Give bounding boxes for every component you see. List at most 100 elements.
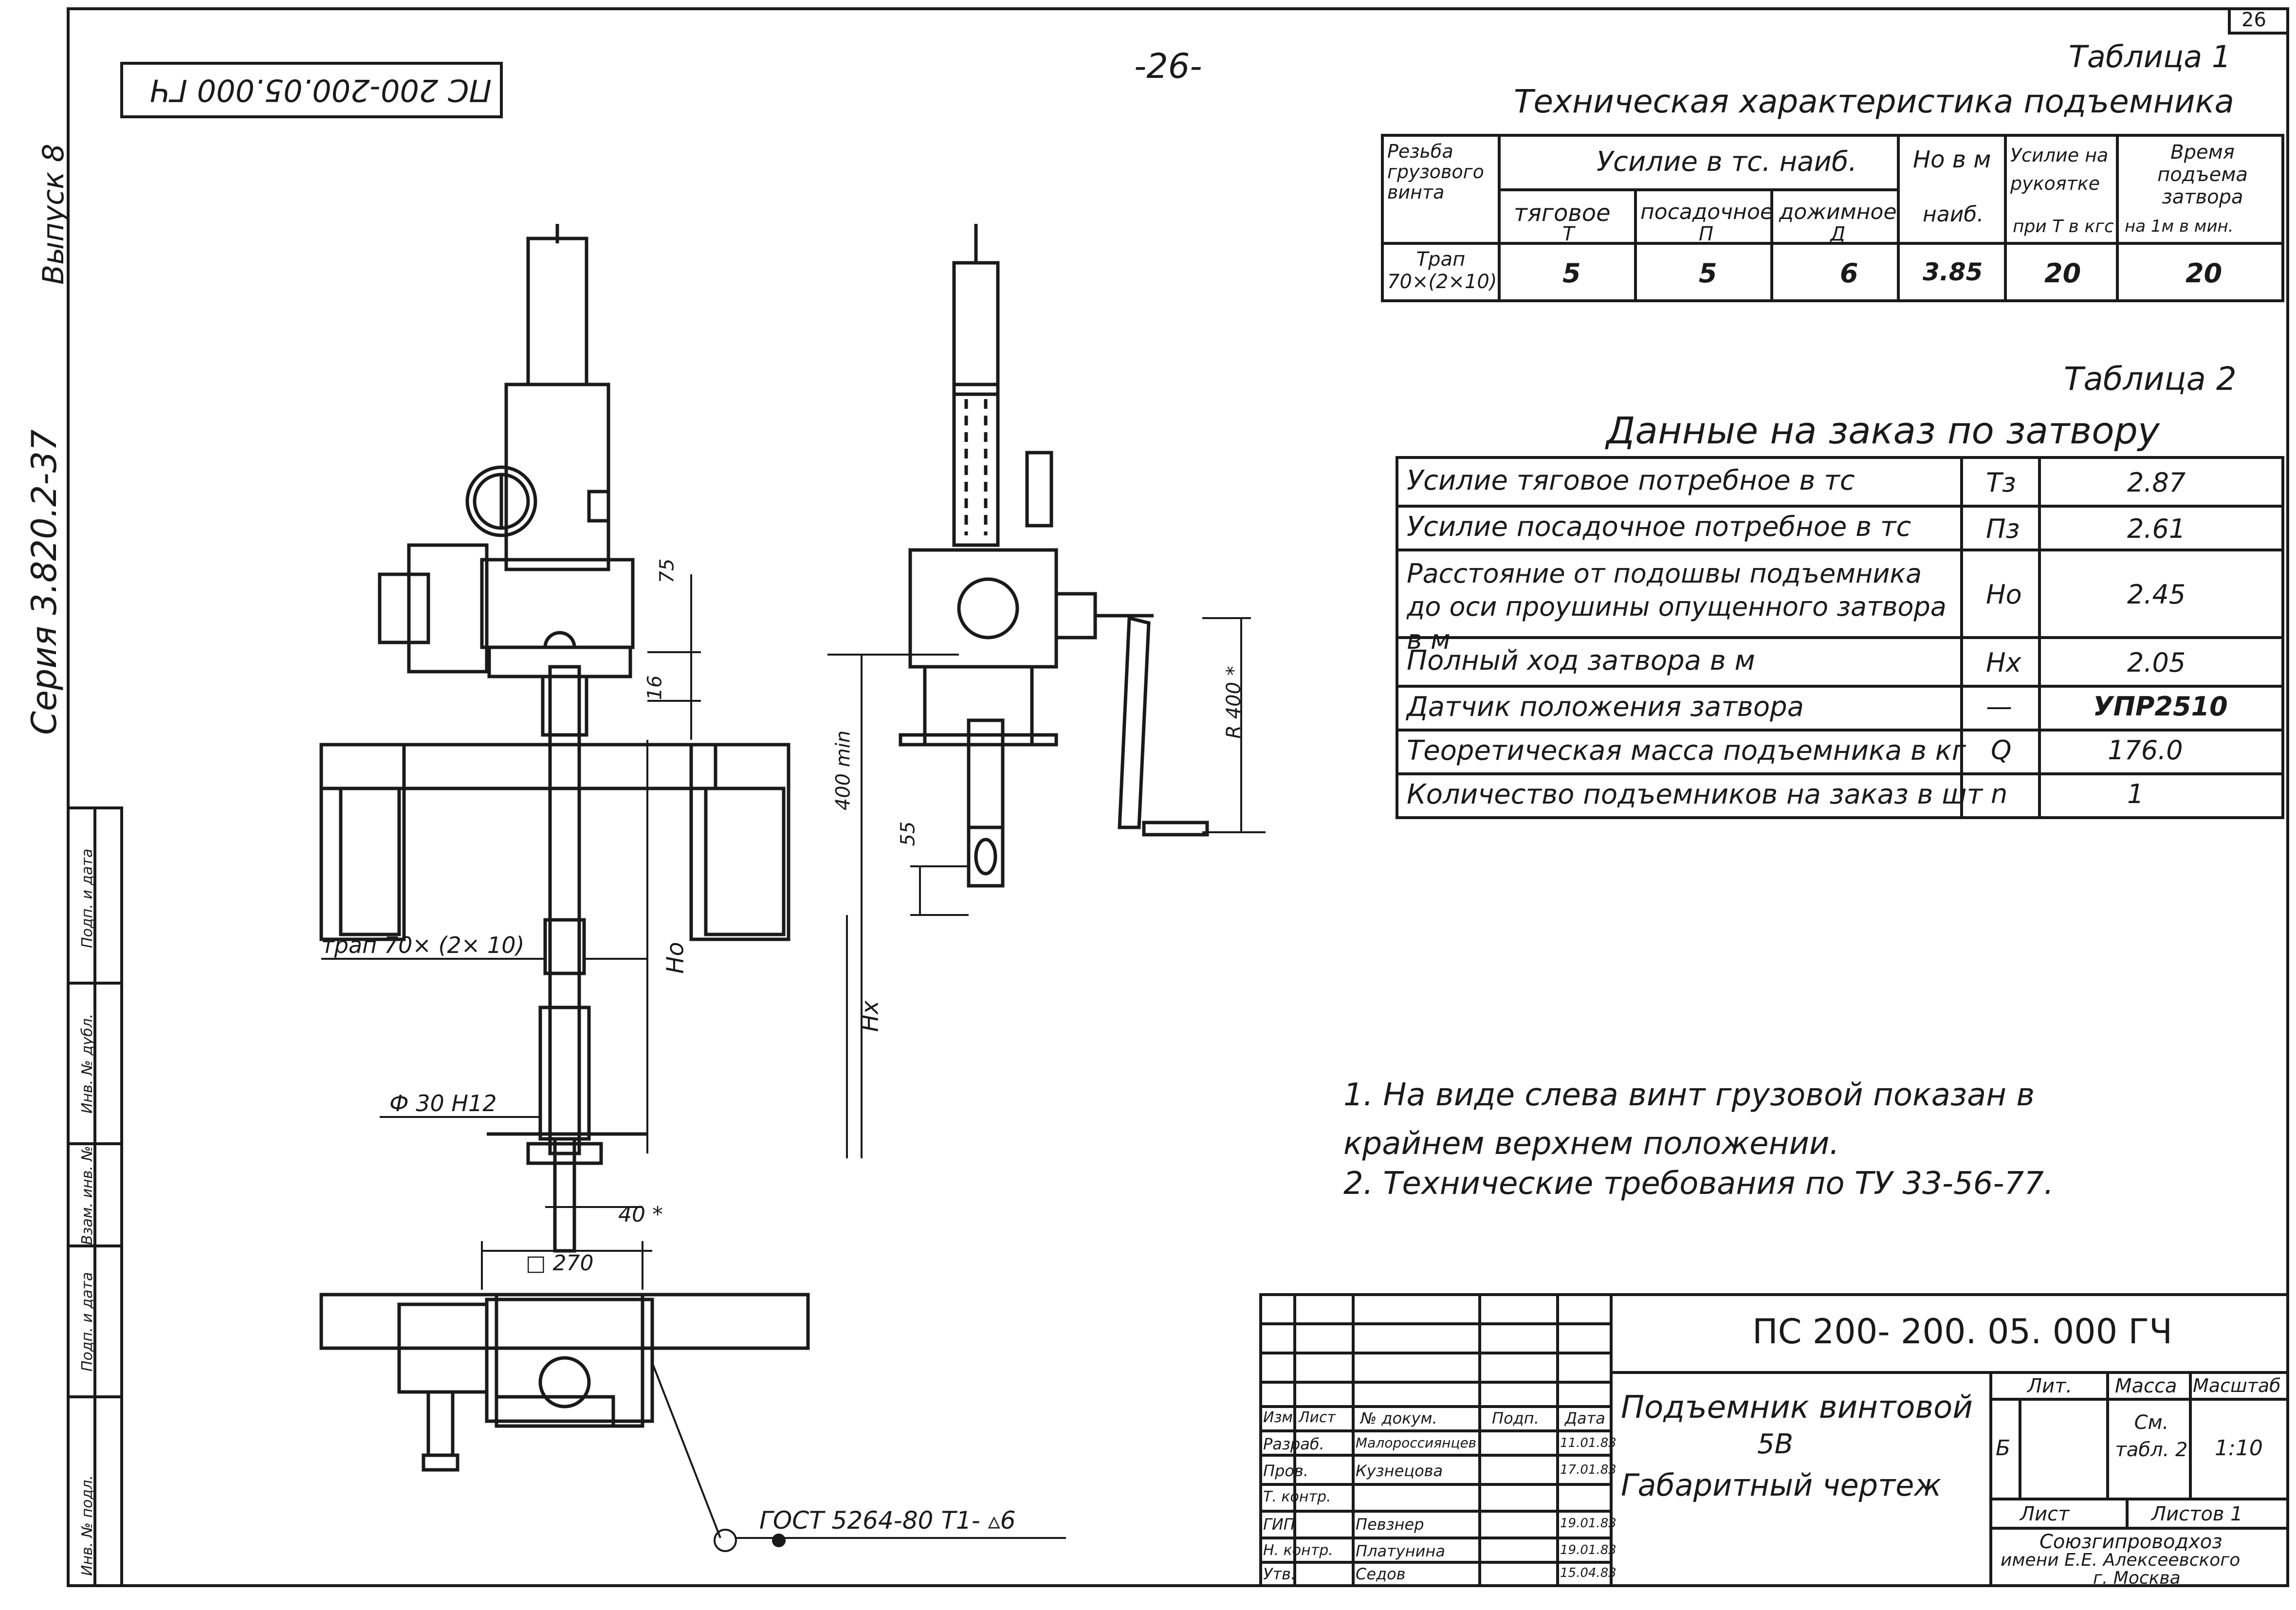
- side-tube-mid: [952, 383, 1000, 547]
- t2-label: Усилие посадочное потребное в тс: [1407, 511, 1911, 543]
- strip-label: Инв. № подл.: [79, 1475, 96, 1576]
- tb-scale-header: Масштаб: [2193, 1375, 2281, 1396]
- tb-role: Т. контр.: [1263, 1488, 1331, 1505]
- tb-date: 15.04.83: [1560, 1566, 1616, 1580]
- t2-label: Теоретическая масса подъемника в кг: [1407, 735, 1966, 767]
- t2-sym: Нх: [1986, 647, 2021, 678]
- tb-role: Пров.: [1263, 1462, 1308, 1480]
- dim-55: 55: [897, 821, 919, 846]
- dim-hx: Нх: [856, 1000, 884, 1032]
- tb-name: Платунина: [1356, 1542, 1445, 1560]
- note-2: 2. Технические требования по ТУ 33-56-77…: [1343, 1166, 2054, 1202]
- strip-label: Подп. и дата: [79, 848, 96, 948]
- t1-head-thread: Резьба грузового винта: [1387, 141, 1484, 203]
- tb-code: ПС 200- 200. 05. 000 ГЧ: [1752, 1312, 2173, 1352]
- tb-org-1: Союзгипроводхоз: [2039, 1531, 2223, 1553]
- t1-cell-thread: Трап 70×(2×10): [1387, 248, 1497, 293]
- tb-mass-header: Масса: [2115, 1375, 2177, 1397]
- tb-sheet-label: Лист: [2020, 1503, 2070, 1525]
- tb-org-3: г. Москва: [2093, 1568, 2181, 1588]
- side-tube-top: [952, 261, 1000, 396]
- t1-cell-seating: 5: [1699, 258, 1717, 289]
- tb-role: Разраб.: [1263, 1435, 1324, 1453]
- t2-value: 2.45: [2127, 579, 2186, 610]
- t2-label: Количество подъемников на заказ в шт: [1407, 779, 1983, 810]
- tb-role: Утв.: [1263, 1565, 1296, 1583]
- tb-header-cell: № докум.: [1360, 1409, 1437, 1427]
- t1-cell-traction: 5: [1562, 258, 1581, 289]
- dim-40: 40 *: [618, 1202, 663, 1227]
- tb-name: Кузнецова: [1356, 1462, 1443, 1480]
- t2-sym: n: [1991, 779, 2008, 809]
- t2-value: 2.05: [2127, 647, 2186, 678]
- tb-date: 17.01.83: [1560, 1463, 1616, 1477]
- tb-header-cell: Подп.: [1492, 1409, 1539, 1427]
- t1-head-ho-sub: наиб.: [1923, 202, 1984, 227]
- strip-label: Инв. № дубл.: [79, 1013, 96, 1114]
- tb-scale-value: 1:10: [2215, 1436, 2263, 1461]
- dim-r400: R 400 *: [1222, 666, 1245, 739]
- dim-16: 16: [643, 675, 666, 700]
- dimension-lines: [321, 574, 1266, 1552]
- dim-75: 75: [656, 558, 679, 584]
- tb-name-3: Габаритный чертеж: [1621, 1467, 1942, 1503]
- tb-date: 19.01.83: [1560, 1516, 1616, 1531]
- corner-number: 26: [2241, 9, 2266, 31]
- dim-ho: Но: [661, 942, 689, 974]
- side-view: [899, 224, 1209, 888]
- plan-beam: [319, 1293, 810, 1350]
- t2-label: Усилие тяговое потребное в тс: [1407, 465, 1855, 496]
- table2-title: Данные на заказ по затвору: [1606, 409, 2160, 452]
- t2-label: Полный ход затвора в м: [1407, 645, 1755, 677]
- dial-gauge: [465, 465, 537, 537]
- t2-label: Расстояние от подошвы подъемника до оси …: [1407, 558, 1947, 655]
- t1-head-handle: Усилие на рукоятке: [2010, 145, 2109, 194]
- table1-grid: [1381, 134, 2284, 302]
- left-binding-strip: [67, 806, 123, 1587]
- strip-label: Подп. и дата: [79, 1272, 96, 1372]
- tb-name: Седов: [1356, 1565, 1406, 1583]
- t1-head-time-sub: на 1м в мин.: [2125, 217, 2234, 236]
- rotated-drawing-code: ПС 200-200.05.000 ГЧ: [149, 73, 492, 108]
- tb-org-2: имени Е.Е. Алексеевского: [2001, 1550, 2241, 1570]
- tb-mass-value: См. табл. 2: [2115, 1411, 2188, 1461]
- t1-head-traction: тяговое: [1514, 200, 1611, 227]
- t1-head-seating-sym: П: [1699, 223, 1714, 245]
- t1-cell-ho: 3.85: [1923, 258, 1983, 286]
- table2-number: Таблица 2: [2064, 360, 2237, 398]
- side-gearbox: [908, 548, 1058, 669]
- page-number: -26-: [1134, 46, 1202, 86]
- t1-head-traction-sym: Т: [1562, 223, 1575, 245]
- lead-screw-front: [548, 665, 581, 1155]
- t2-sym: Пз: [1986, 513, 2020, 544]
- screw-housing-tube: [526, 237, 588, 386]
- rotated-code-box: [120, 62, 503, 118]
- sheet-frame: [67, 7, 2289, 1587]
- side-gear-circle: [957, 577, 1019, 640]
- dim-400min: 400 min: [832, 730, 855, 811]
- issue-label: Выпуск 8: [37, 144, 71, 285]
- t1-head-force: Усилие в тс. наиб.: [1597, 146, 1857, 178]
- t2-value: 2.61: [2127, 513, 2186, 544]
- tb-lit-header: Лит.: [2027, 1375, 2073, 1397]
- tb-role: Н. контр.: [1263, 1542, 1333, 1559]
- t2-value: 176.0: [2108, 735, 2183, 766]
- tb-lit-value: Б: [1996, 1436, 2011, 1461]
- table2-grid: [1396, 456, 2284, 819]
- t2-label: Датчик положения затвора: [1407, 691, 1804, 723]
- tb-role: ГИП: [1263, 1515, 1295, 1534]
- tb-name-1: Подъемник винтовой: [1621, 1390, 1973, 1426]
- t2-sym: Но: [1986, 579, 2022, 610]
- strip-label: Взам. инв. №: [79, 1146, 96, 1245]
- beam-front: [319, 743, 717, 790]
- tb-name: Малороссиянцев: [1356, 1435, 1477, 1451]
- tb-date: 19.01.83: [1560, 1543, 1616, 1557]
- t1-head-time: Время подъема затвора: [2157, 141, 2248, 208]
- dim-270: □ 270: [526, 1251, 594, 1276]
- tb-header-cell: Лист: [1299, 1409, 1336, 1426]
- note-1: 1. На виде слева винт грузовой показан в…: [1343, 1077, 2035, 1162]
- t1-head-ho: Но в м: [1913, 146, 1991, 173]
- dim-thread: трап 70× (2× 10): [321, 932, 525, 958]
- series-label: Серия 3.820.2-37: [24, 429, 64, 735]
